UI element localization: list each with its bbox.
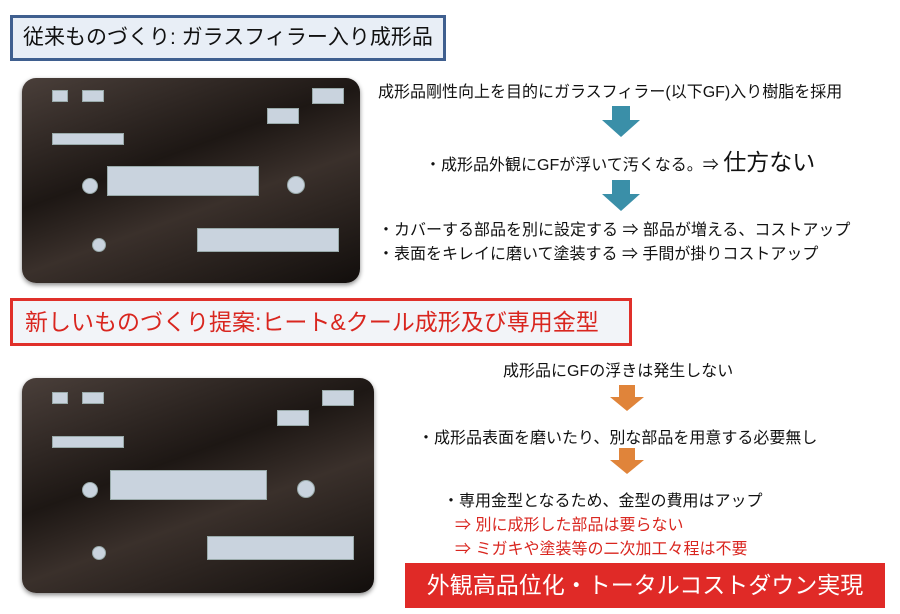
- arrow-down-icon: [610, 397, 644, 411]
- s1-line-2-emphasis: 仕方ない: [723, 149, 816, 175]
- cutout: [312, 88, 344, 104]
- cutout: [277, 410, 309, 426]
- arrow-down-icon: [612, 106, 630, 120]
- cutout: [82, 482, 98, 498]
- section1-title: 従来ものづくり: ガラスフィラー入り成形品: [10, 15, 446, 61]
- cutout: [82, 90, 104, 102]
- arrow-down-icon: [619, 448, 635, 460]
- s2-line-1: 成形品にGFの浮きは発生しない: [503, 363, 734, 380]
- section2-title: 新しいものづくり提案:ヒート&クール成形及び専用金型: [10, 298, 632, 346]
- cutout: [82, 392, 104, 404]
- cutout: [322, 390, 354, 406]
- cutout: [287, 176, 305, 194]
- cutout: [52, 133, 124, 145]
- s2-line-5: ⇒ ミガキや塗装等の二次加工々程は不要: [455, 541, 748, 558]
- arrow-down-icon: [612, 180, 630, 194]
- conclusion-banner: 外観高品位化・トータルコストダウン実現: [405, 563, 885, 608]
- cutout: [197, 228, 339, 252]
- s1-line-2: ・成形品外観にGFが浮いて汚くなる。⇒ 仕方ない: [425, 143, 815, 177]
- cutout: [52, 90, 68, 102]
- s1-line-3: ・カバーする部品を別に設定する ⇒ 部品が増える、コストアップ: [378, 222, 851, 239]
- product-photo-glass-filler: [22, 78, 360, 283]
- cutout: [107, 166, 259, 196]
- cutout: [52, 392, 68, 404]
- cutout: [267, 108, 299, 124]
- cutout: [207, 536, 354, 560]
- cutout: [92, 238, 106, 252]
- arrow-down-icon: [619, 385, 635, 397]
- cutout: [92, 546, 106, 560]
- arrow-down-icon: [602, 194, 640, 211]
- cutout: [52, 436, 124, 448]
- cutout: [82, 178, 98, 194]
- arrow-down-icon: [602, 120, 640, 137]
- s2-line-4: ⇒ 別に成形した部品は要らない: [455, 517, 684, 534]
- s1-line-2-text: ・成形品外観にGFが浮いて汚くなる。⇒: [425, 157, 719, 174]
- cutout: [297, 480, 315, 498]
- cutout: [110, 470, 267, 500]
- s2-line-2: ・成形品表面を磨いたり、別な部品を用意する必要無し: [418, 430, 818, 447]
- s1-line-1: 成形品剛性向上を目的にガラスフィラー(以下GF)入り樹脂を採用: [378, 84, 843, 101]
- product-photo-heat-cool: [22, 378, 374, 593]
- s1-line-4: ・表面をキレイに磨いて塗装する ⇒ 手間が掛りコストアップ: [378, 246, 819, 263]
- arrow-down-icon: [610, 460, 644, 474]
- s2-line-3: ・専用金型となるため、金型の費用はアップ: [443, 493, 763, 510]
